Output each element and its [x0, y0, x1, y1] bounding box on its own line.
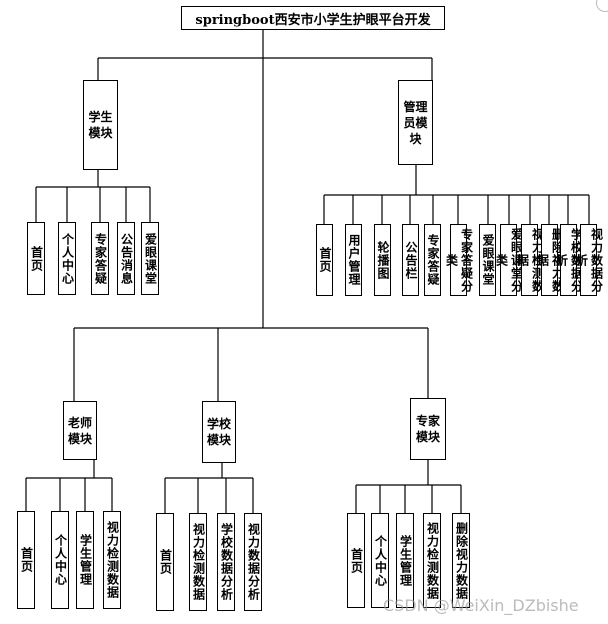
student-leaf-expert-qa: 专家答疑	[91, 222, 109, 295]
admin-leaf-eye-class: 爱眼课堂	[479, 224, 496, 296]
admin-leaf-bulletin: 公告栏	[402, 224, 419, 296]
school-leaf-vision-data: 视力检测数据	[189, 513, 207, 611]
teacher-module-label: 老师模块	[67, 415, 92, 446]
root-title: springboot西安市小学生护眼平台开发	[195, 12, 431, 28]
school-leaf-school-analysis: 学校数据分析	[217, 513, 235, 611]
expert-leaf-vision-data: 视力检测数据	[423, 513, 441, 608]
expert-leaf-delete-vision-data: 删除视力数据	[452, 513, 470, 608]
teacher-leaf-students: 学生管理	[76, 511, 94, 609]
admin-leaf-carousel: 轮播图	[374, 224, 391, 296]
teacher-leaf-home: 首页	[17, 511, 35, 609]
admin-leaf-vision-data: 视力检测数据	[516, 224, 545, 296]
teacher-leaf-profile: 个人中心	[51, 511, 69, 609]
admin-module-label: 管理员模块	[403, 99, 428, 146]
admin-leaf-vision-analysis: 视力数据分析	[575, 224, 604, 296]
student-module-label: 学生模块	[88, 110, 113, 140]
admin-module-node: 管理员模块	[398, 80, 433, 165]
student-module-node: 学生模块	[83, 80, 118, 170]
student-leaf-profile: 个人中心	[58, 222, 76, 295]
teacher-leaf-vision-data: 视力检测数据	[103, 511, 121, 609]
teacher-module-node: 老师模块	[63, 401, 97, 460]
school-leaf-home: 首页	[156, 513, 174, 611]
admin-leaf-expert-qa-category: 专家答疑分类	[445, 224, 474, 296]
admin-leaf-eye-class-category: 爱眼课堂分类	[495, 224, 524, 296]
watermark: CSDN @WeiXin_DZbishe	[383, 596, 579, 615]
student-leaf-home: 首页	[27, 222, 45, 295]
expert-leaf-profile: 个人中心	[371, 513, 389, 608]
expert-module-label: 专家模块	[415, 414, 440, 444]
admin-leaf-school-analysis: 学校数据分析	[555, 224, 584, 296]
root-node: springboot西安市小学生护眼平台开发	[181, 6, 445, 30]
school-leaf-vision-analysis: 视力数据分析	[244, 513, 262, 611]
admin-leaf-users: 用户管理	[345, 224, 362, 296]
school-module-label: 学校模块	[206, 417, 231, 447]
expert-module-node: 专家模块	[410, 398, 446, 460]
school-module-node: 学校模块	[202, 401, 236, 463]
expert-leaf-home: 首页	[347, 513, 365, 608]
student-leaf-eye-class: 爱眼课堂	[141, 222, 159, 295]
expert-leaf-students: 学生管理	[396, 513, 414, 608]
corner-circle-icon	[596, 0, 608, 12]
admin-leaf-home: 首页	[316, 224, 333, 296]
student-leaf-announcements: 公告消息	[117, 222, 135, 295]
admin-leaf-expert-qa: 专家答疑	[424, 224, 441, 296]
